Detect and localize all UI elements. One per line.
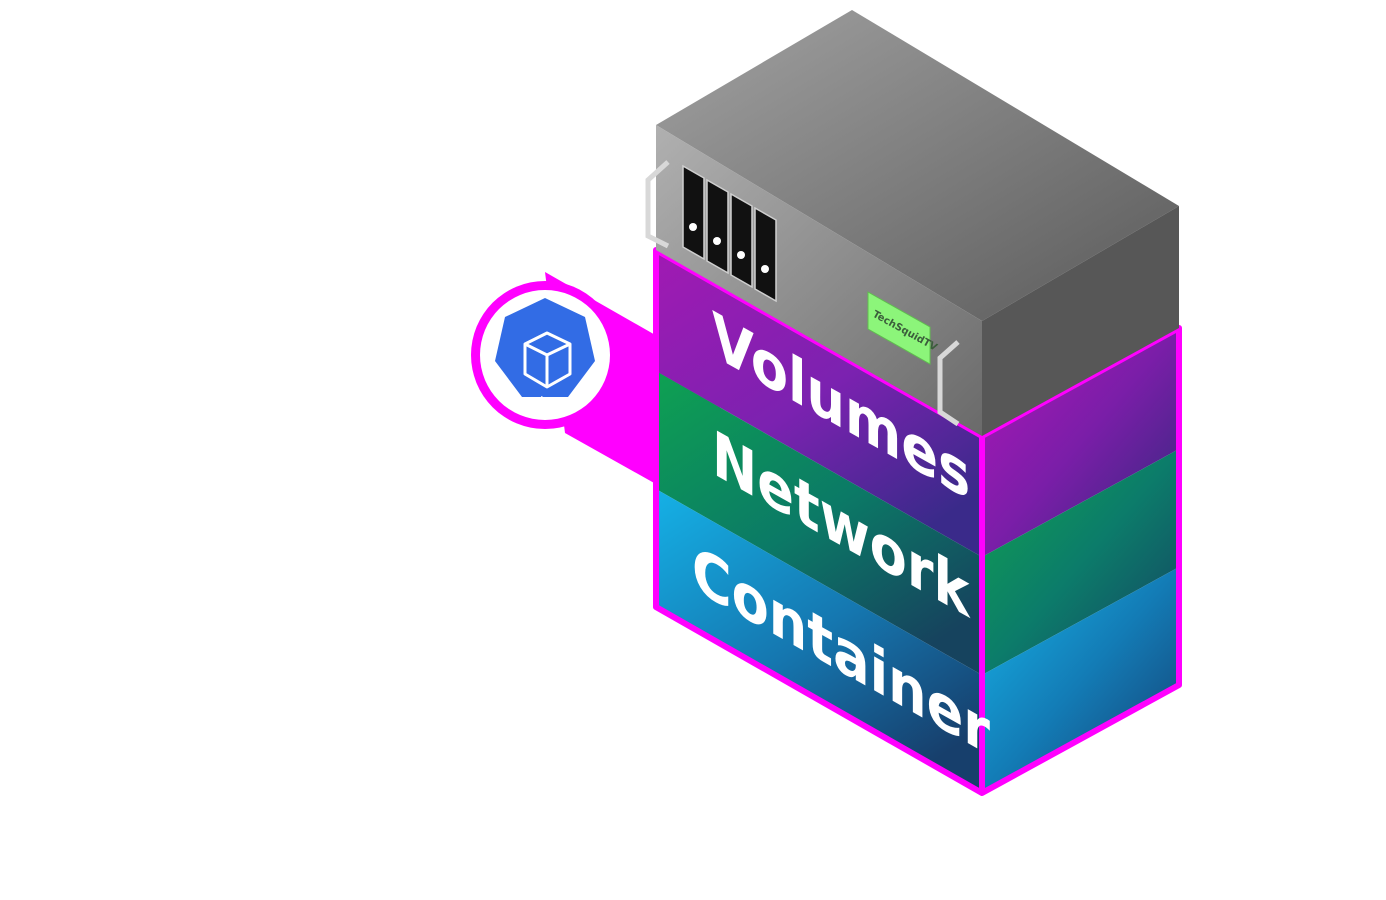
container-layer: [656, 489, 982, 793]
cube-icon: [523, 331, 572, 389]
drive-led: [761, 265, 769, 273]
container-side-face: [982, 567, 1179, 793]
volumes-layer: [656, 250, 982, 557]
brand-screen: [867, 291, 931, 365]
left-handle-icon: [645, 160, 670, 249]
network-side-face: [982, 449, 1179, 675]
network-layer: [656, 371, 982, 675]
drive-bay: [730, 192, 753, 289]
drive-led: [689, 223, 697, 231]
server-unit: TechSquidTV: [645, 10, 1179, 436]
volumes-side-face: [982, 328, 1179, 557]
server-side-face: [982, 206, 1179, 436]
right-handle-icon: [937, 340, 960, 427]
drive-bay: [706, 178, 729, 275]
drive-bays: [682, 164, 777, 303]
server-top-face: [656, 10, 1179, 321]
drive-led: [737, 251, 745, 259]
pod-badge: pod: [471, 281, 619, 429]
drive-bay: [754, 206, 777, 303]
drive-led: [713, 237, 721, 245]
drive-bay: [682, 164, 705, 261]
